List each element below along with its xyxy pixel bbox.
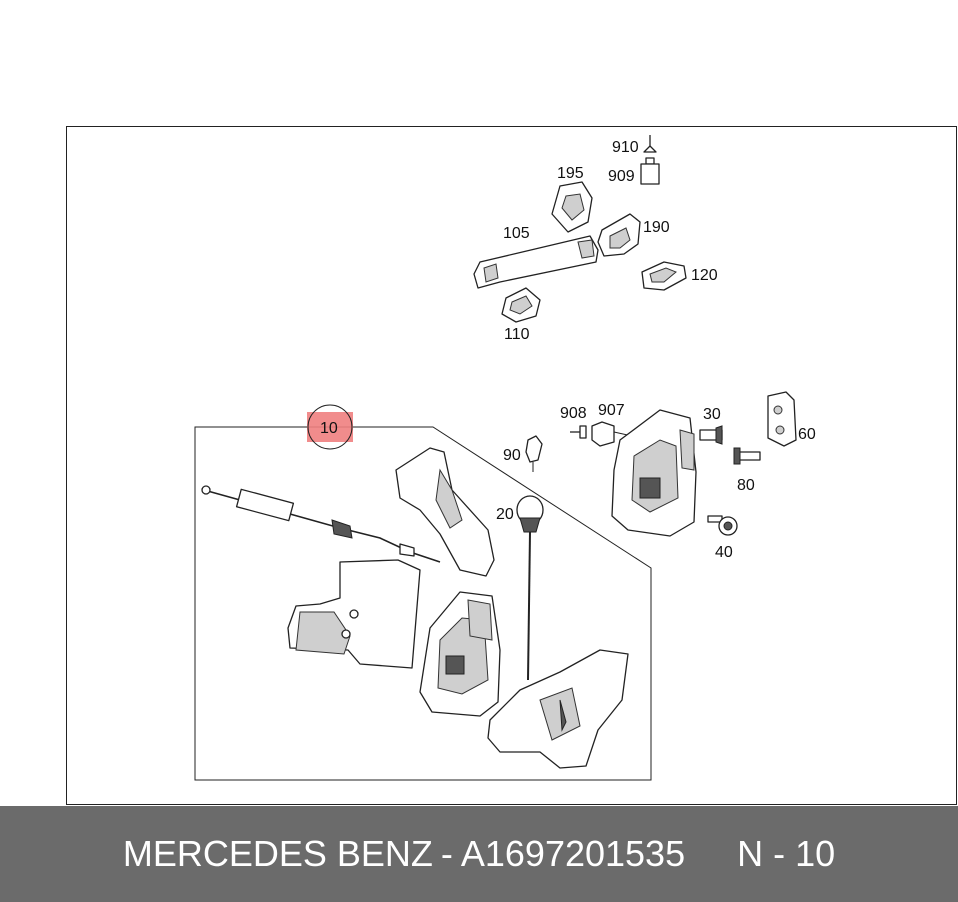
part-20-icon <box>516 495 544 681</box>
part-909-icon <box>640 157 660 185</box>
parts-diagram: 910 909 195 190 105 120 110 10 908 907 3… <box>66 126 957 805</box>
footer-bar: MERCEDES BENZ - A1697201535 N - 10 <box>0 806 958 902</box>
part-60-icon <box>767 391 797 447</box>
footer-position: N - 10 <box>737 833 836 874</box>
assembly-boundary <box>194 426 652 781</box>
bracket-upper-icon <box>395 447 495 577</box>
bracket-lower-icon <box>487 649 629 769</box>
highlight-10 <box>307 412 353 442</box>
label-110: 110 <box>504 326 530 343</box>
footer-brand: MERCEDES BENZ <box>122 833 433 874</box>
part-190-icon <box>597 213 641 257</box>
part-80-icon <box>733 447 761 465</box>
footer-separator: - <box>440 833 453 874</box>
part-120-icon <box>641 261 687 291</box>
label-908: 908 <box>560 405 587 422</box>
label-120: 120 <box>691 267 718 284</box>
label-30: 30 <box>703 406 721 423</box>
part-30-icon <box>699 425 723 445</box>
part-90-icon <box>525 435 543 472</box>
label-40: 40 <box>715 544 733 561</box>
part-908-icon <box>570 425 587 439</box>
footer-part-number: A1697201535 <box>460 833 686 874</box>
part-195-icon <box>551 181 593 233</box>
label-10: 10 <box>320 420 338 437</box>
label-195: 195 <box>557 165 584 182</box>
label-190: 190 <box>643 219 670 236</box>
part-110-icon <box>501 287 541 323</box>
label-909: 909 <box>608 168 635 185</box>
label-907: 907 <box>598 402 625 419</box>
part-910-icon <box>643 135 657 153</box>
lock-actuator-icon <box>419 591 501 717</box>
diagram-frame <box>66 126 957 805</box>
part-105-icon <box>473 235 599 289</box>
mounting-plate-icon <box>287 559 421 669</box>
label-60: 60 <box>798 426 816 443</box>
label-910: 910 <box>612 139 639 156</box>
label-20: 20 <box>496 506 514 523</box>
part-40-icon <box>707 515 738 536</box>
label-80: 80 <box>737 477 755 494</box>
callout-circle-10 <box>307 404 353 450</box>
label-90: 90 <box>503 447 521 464</box>
label-105: 105 <box>503 225 530 242</box>
lock-housing-right-icon <box>611 409 697 537</box>
cable-icon <box>201 485 441 563</box>
